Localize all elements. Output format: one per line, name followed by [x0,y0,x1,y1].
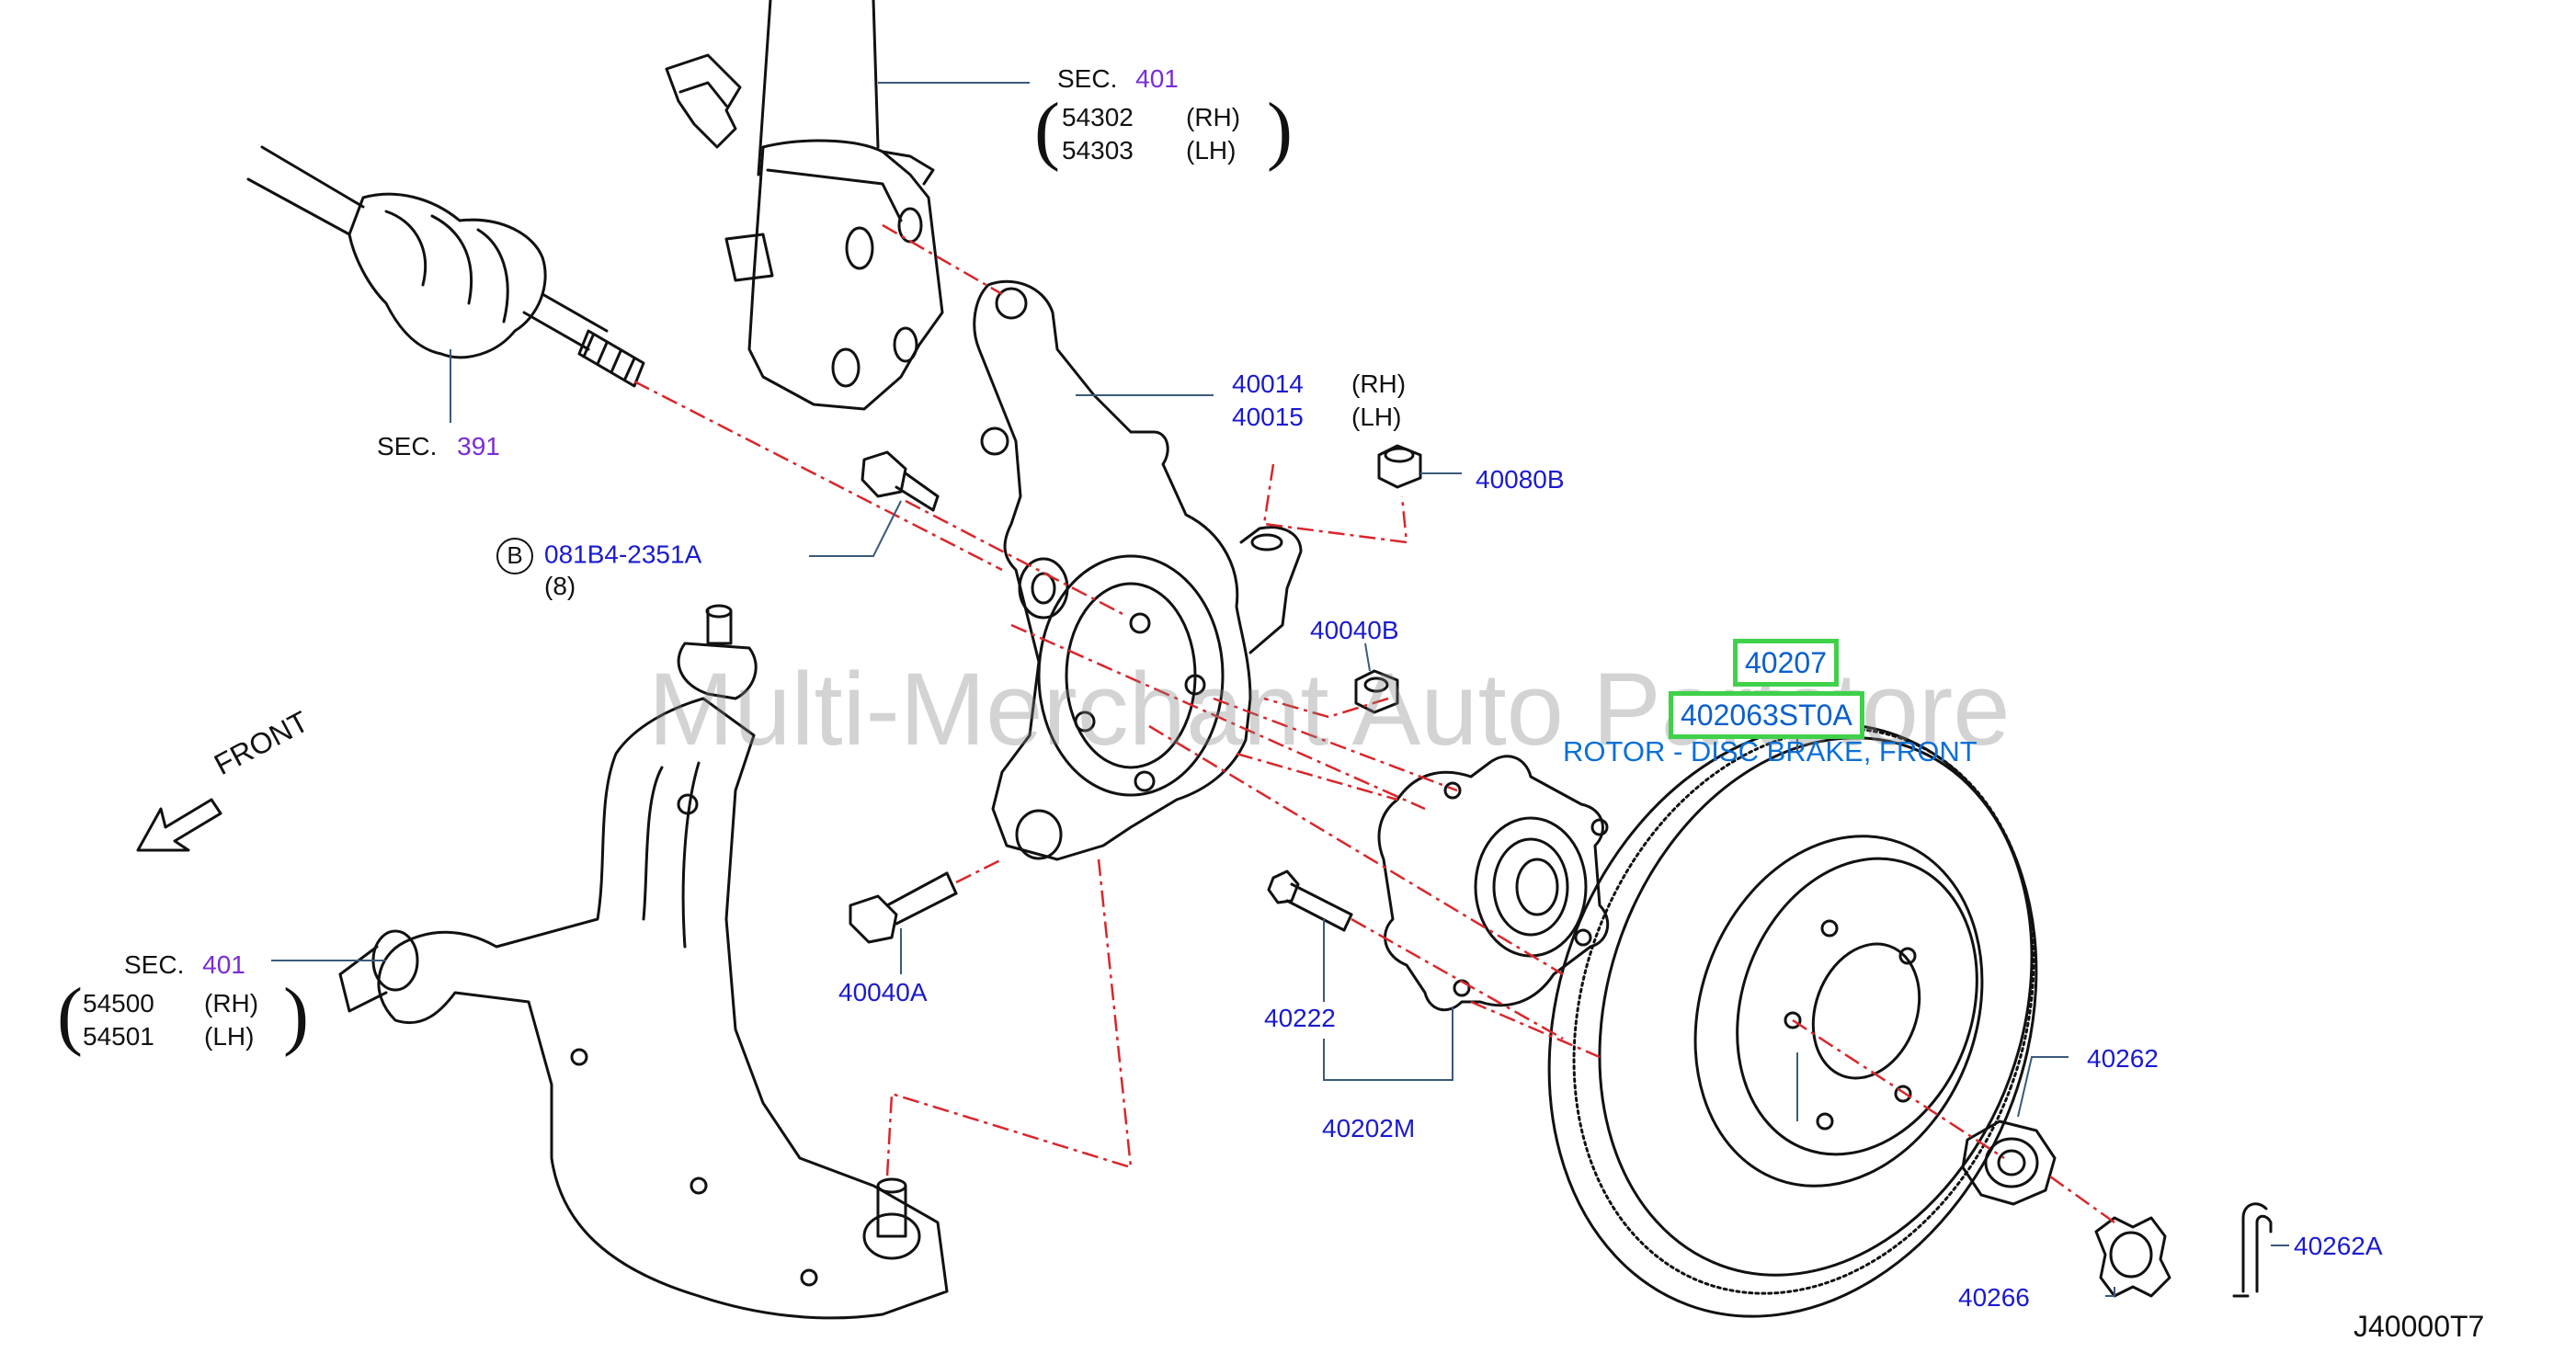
bolt-b-qty: (8) [544,572,576,600]
strut-rh-part[interactable]: 54302 [1062,103,1134,131]
part-40040a[interactable]: 40040A [838,978,928,1006]
bolt-081b4 [861,450,940,512]
strut-brace-left: ( [1034,87,1060,173]
part-40262[interactable]: 40262 [2087,1044,2159,1073]
lower-control-arm [338,604,949,1320]
brake-rotor [1547,722,2038,1318]
nut-40080b [1377,444,1422,489]
strut-rh-side: (RH) [1186,103,1241,131]
leader-lines [271,82,2289,1297]
axle-nut-40262 [1961,1120,2057,1206]
cotter-pin-40262a [2232,1202,2273,1298]
highlight-402063st0a[interactable]: 402063ST0A [1669,691,1864,739]
driveshaft-sec-link[interactable]: 391 [457,432,500,460]
lower-arm-rh-side: (RH) [204,989,259,1017]
nut-40040b [1354,669,1399,714]
strut-assembly [665,0,944,411]
nut-cap-40266 [2094,1216,2171,1298]
lower-arm-rh-part[interactable]: 54500 [83,989,154,1017]
hub-40202m [1377,755,1610,1012]
knuckle-lh-part[interactable]: 40015 [1232,403,1304,431]
bolt-b-label: B 081B4-2351A [496,538,701,574]
lower-arm-sec-label: SEC. 401 [124,950,245,980]
strut-sec-text: SEC. [1057,64,1118,93]
lower-arm-brace-right: ) [283,972,309,1058]
diagram-code: J40000T7 [2354,1310,2485,1343]
lower-arm-lh-part[interactable]: 54501 [83,1022,154,1051]
drive-shaft [246,145,645,388]
bolt-b-symbol: B [496,538,533,574]
strut-brace-right: ) [1267,87,1293,173]
lower-arm-sec-link[interactable]: 401 [202,950,245,979]
driveshaft-sec-text: SEC. [377,432,438,460]
stud-40222 [1267,870,1353,932]
lower-arm-brace-left: ( [57,972,83,1058]
knuckle-lh-side: (LH) [1351,403,1402,431]
rotor-description[interactable]: ROTOR - DISC BRAKE, FRONT [1563,735,1978,767]
lower-arm-lh-side: (LH) [204,1022,255,1051]
lower-arm-sec-text: SEC. [124,950,185,979]
driveshaft-sec-label: SEC. 391 [377,432,500,461]
part-40262a[interactable]: 40262A [2294,1232,2383,1260]
part-40222[interactable]: 40222 [1264,1004,1336,1032]
part-40040b[interactable]: 40040B [1310,616,1399,644]
strut-sec-label: SEC. 401 [1057,64,1179,94]
highlight-40207[interactable]: 40207 [1733,639,1839,687]
part-40202m[interactable]: 40202M [1322,1114,1416,1142]
part-40266[interactable]: 40266 [1958,1283,2030,1312]
knuckle-rh-side: (RH) [1351,369,1407,398]
part-40080b[interactable]: 40080B [1476,465,1565,494]
front-arrow-icon [136,798,222,852]
steering-knuckle [973,279,1303,861]
bolt-40040a [849,871,958,944]
strut-sec-link[interactable]: 401 [1135,64,1179,93]
strut-lh-side: (LH) [1186,136,1237,165]
knuckle-rh-part[interactable]: 40014 [1232,369,1304,398]
strut-lh-part[interactable]: 54303 [1062,136,1134,165]
assembly-lines [633,223,2115,1224]
bolt-b-part[interactable]: 081B4-2351A [544,540,702,569]
